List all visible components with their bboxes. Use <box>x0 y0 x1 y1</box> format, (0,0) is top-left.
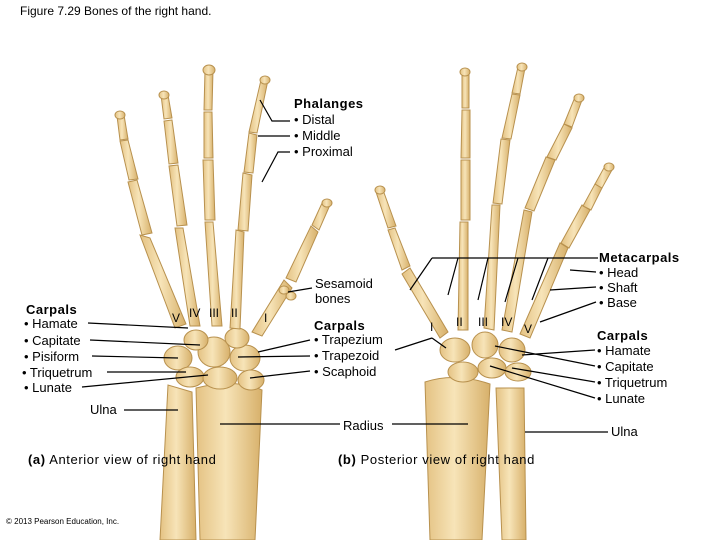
carpals-left-capitate: • Capitate <box>24 333 81 348</box>
caption-a: (a) Anterior view of right hand <box>28 452 216 467</box>
phalanges-distal-label: • Distal <box>294 112 335 127</box>
carpals-right-triquetrum: • Triquetrum <box>597 375 668 390</box>
carpals-center-heading: Carpals <box>314 318 366 333</box>
right-numeral-iii: III <box>478 315 489 329</box>
metacarpals-base-label: • Base <box>599 295 637 310</box>
carpals-right-heading: Carpals <box>597 328 649 343</box>
metacarpals-heading: Metacarpals <box>599 250 680 265</box>
carpals-left-hamate: • Hamate <box>24 316 78 331</box>
left-numeral-v: V <box>172 311 181 325</box>
right-numeral-iv: IV <box>501 315 513 329</box>
right-numeral-ii: II <box>456 315 463 329</box>
metacarpals-head-label: • Head <box>599 265 639 280</box>
leader-lines <box>81 99 608 433</box>
carpals-center-scaphoid: • Scaphoid <box>314 364 377 379</box>
posterior-hand <box>374 62 615 540</box>
figure-title: Figure 7.29 Bones of the right hand. <box>20 4 212 18</box>
right-numeral-i: I <box>430 320 434 334</box>
carpals-left-lunate: • Lunate <box>24 380 72 395</box>
left-numeral-ii: II <box>231 306 238 320</box>
phalanges-proximal-label: • Proximal <box>294 144 353 159</box>
carpals-right-hamate: • Hamate <box>597 343 651 358</box>
sesamoid-label-line2: bones <box>315 291 351 306</box>
carpals-left-pisiform: • Pisiform <box>24 349 80 364</box>
caption-b-letter: (b) <box>338 452 357 467</box>
carpals-right-lunate: • Lunate <box>597 391 645 406</box>
caption-b-text: Posterior view of right hand <box>360 452 535 467</box>
carpals-left-heading: Carpals <box>26 302 78 317</box>
left-numeral-iv: IV <box>189 306 201 320</box>
phalanges-middle-label: • Middle <box>294 128 341 143</box>
metacarpals-shaft-label: • Shaft <box>599 280 638 295</box>
copyright-notice: © 2013 Pearson Education, Inc. <box>6 517 120 526</box>
carpals-right-capitate: • Capitate <box>597 359 654 374</box>
carpals-left-triquetrum: • Triquetrum <box>22 365 93 380</box>
carpals-center-trapezium: • Trapezium <box>314 332 383 347</box>
caption-a-letter: (a) <box>28 452 46 467</box>
caption-a-text: Anterior view of right hand <box>49 452 217 467</box>
ulna-right-label: Ulna <box>611 424 638 439</box>
phalanges-heading: Phalanges <box>294 96 364 111</box>
carpals-center-trapezoid: • Trapezoid <box>314 348 380 363</box>
left-numeral-i: I <box>264 311 268 325</box>
sesamoid-label-line1: Sesamoid <box>315 276 373 291</box>
ulna-left-label: Ulna <box>90 402 117 417</box>
caption-b: (b) Posterior view of right hand <box>338 452 535 467</box>
left-numeral-iii: III <box>209 306 220 320</box>
right-numeral-v: V <box>524 322 533 336</box>
radius-label: Radius <box>343 418 384 433</box>
